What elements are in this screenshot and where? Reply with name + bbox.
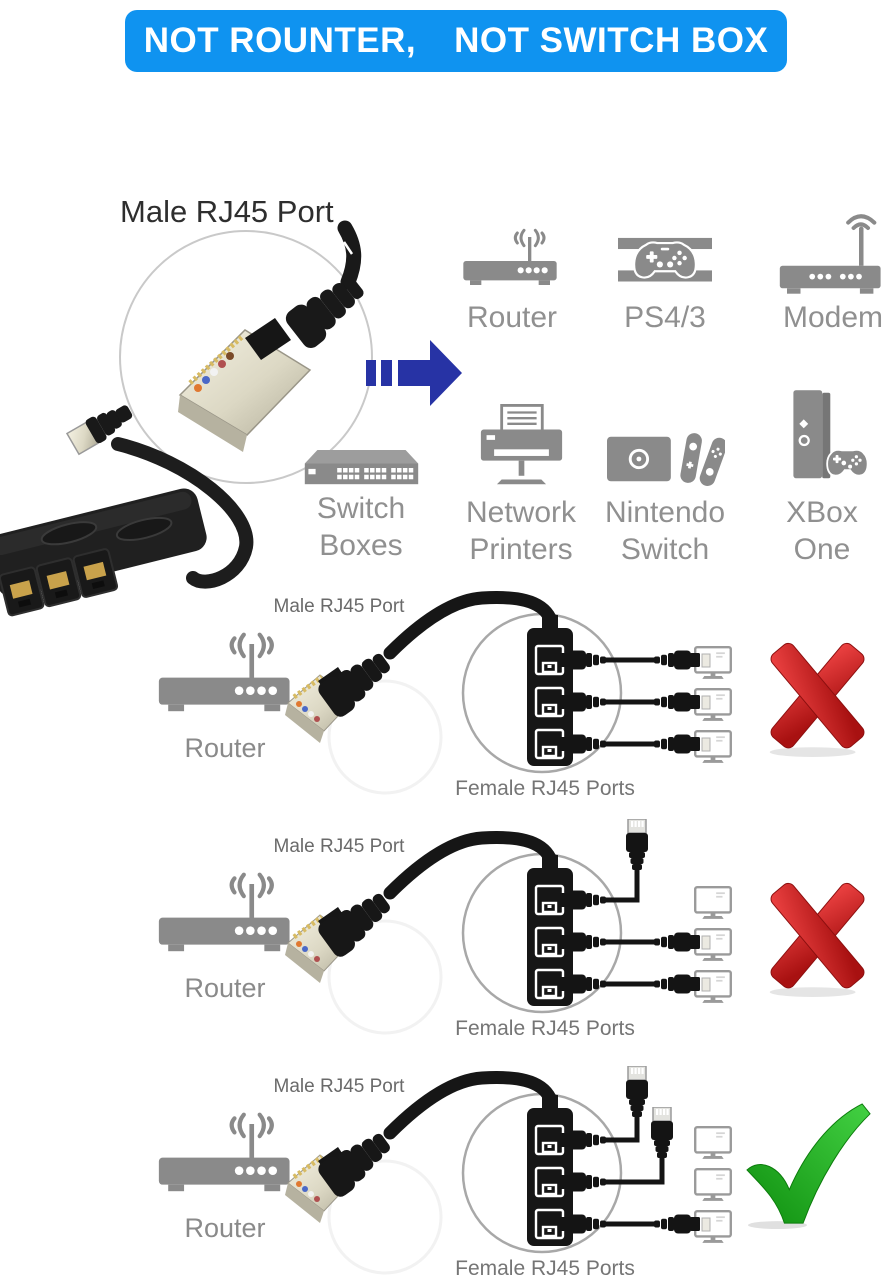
diagram3-female-label: Female RJ45 Ports bbox=[455, 1257, 635, 1280]
diagram3-male-label: Male RJ45 Port bbox=[273, 1076, 405, 1097]
diagram3-router-label: Router bbox=[184, 1213, 266, 1243]
diagram-row-3 bbox=[0, 1066, 871, 1275]
connector-shield bbox=[178, 318, 312, 452]
monitor-icon bbox=[694, 646, 732, 680]
photo-male-connector bbox=[65, 405, 133, 456]
monitor-icon bbox=[694, 1126, 732, 1160]
switch-box-icon bbox=[303, 448, 420, 488]
upward-rj45-plug-icon bbox=[625, 1066, 649, 1126]
diagram-row-2 bbox=[0, 819, 868, 1035]
diagram2-male-label: Male RJ45 Port bbox=[273, 836, 405, 857]
warning-banner: NOT ROUNTER, NOT SWITCH BOX bbox=[125, 10, 787, 72]
gamepad-icon bbox=[618, 234, 712, 288]
device-switch-boxes-label: Switch Boxes bbox=[316, 492, 406, 562]
router-icon bbox=[159, 1115, 290, 1192]
product-photo bbox=[0, 405, 254, 617]
diagram1-male-label: Male RJ45 Port bbox=[273, 596, 405, 617]
monitor-icon bbox=[694, 970, 732, 1004]
monitor-icon bbox=[694, 928, 732, 962]
monitor-icon bbox=[694, 688, 732, 722]
device-nintendo-switch-label: Nintendo Switch bbox=[604, 496, 726, 566]
diagram1-female-label: Female RJ45 Ports bbox=[455, 777, 635, 800]
device-router-label: Router bbox=[466, 301, 558, 334]
device-xbox-one-label: XBox One bbox=[786, 496, 858, 566]
upward-rj45-plug-icon bbox=[625, 819, 649, 879]
device-switch-boxes bbox=[303, 448, 420, 493]
device-ps4-label: PS4/3 bbox=[624, 301, 706, 334]
device-xbox-one bbox=[779, 390, 869, 496]
device-router bbox=[462, 226, 562, 293]
printer-icon bbox=[479, 404, 564, 489]
modem-icon bbox=[778, 210, 886, 300]
device-ps4 bbox=[618, 234, 712, 293]
router-icon bbox=[159, 875, 290, 952]
photo-splitter-body bbox=[0, 488, 207, 617]
male-connector-icon bbox=[285, 1133, 390, 1223]
male-connector-icon bbox=[285, 893, 390, 983]
device-modem bbox=[778, 210, 886, 305]
cross-icon bbox=[767, 881, 868, 998]
diagram2-router-label: Router bbox=[184, 973, 266, 1003]
rj45-connector-illustration bbox=[178, 220, 364, 452]
xbox-icon bbox=[779, 390, 869, 491]
router-icon bbox=[462, 226, 562, 288]
monitor-icon bbox=[694, 730, 732, 764]
monitor-icon bbox=[694, 1210, 732, 1244]
cross-icon bbox=[767, 641, 868, 758]
male-rj45-port-title: Male RJ45 Port bbox=[120, 194, 334, 229]
dashed-arrow-icon bbox=[366, 340, 462, 406]
nintendo-switch-icon bbox=[607, 427, 725, 491]
diagram-row-1 bbox=[0, 591, 868, 795]
monitor-icon bbox=[694, 886, 732, 920]
connector-boot bbox=[285, 276, 364, 348]
banner-text-left: NOT ROUNTER, bbox=[143, 21, 417, 60]
device-network-printers bbox=[479, 404, 564, 494]
diagram1-router-label: Router bbox=[184, 733, 266, 763]
router-icon bbox=[159, 635, 290, 712]
monitor-icon bbox=[694, 1168, 732, 1202]
banner-text-right: NOT SWITCH BOX bbox=[454, 21, 769, 60]
device-modem-label: Modem bbox=[782, 301, 884, 334]
check-icon bbox=[746, 1103, 871, 1230]
male-connector-icon bbox=[285, 653, 390, 743]
device-network-printers-label: Network Printers bbox=[465, 496, 577, 566]
photo-female-ports bbox=[0, 548, 119, 617]
device-nintendo-switch bbox=[607, 427, 725, 496]
upward-rj45-plug-icon bbox=[650, 1107, 674, 1167]
diagram2-female-label: Female RJ45 Ports bbox=[455, 1017, 635, 1040]
